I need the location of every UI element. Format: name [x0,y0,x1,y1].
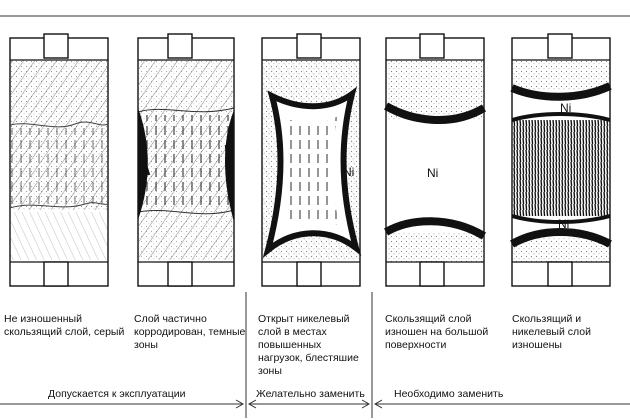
category-allowed: Допускается к эксплуатации [48,388,186,400]
bearing-1-caption: Не изношенный скользящий слой, серый [4,313,125,338]
category-desirable-replace: Желательно заменить [256,388,365,400]
bearing-3-caption: Открыт никелевый слой в местах повышенны… [258,313,359,377]
bearing-5-caption: Скользящий и никелевый слой изношены [512,313,591,351]
bearing-1 [9,33,109,287]
category-must-replace: Необходимо заменить [394,388,504,400]
ni-label: Ni [558,217,569,231]
bearing-4: Ni [383,33,487,287]
ni-label: Ni [427,166,438,180]
bearing-2 [137,33,235,287]
bearing-2-caption: Слой частично корродирован, темные зоны [134,313,246,351]
ni-label: Ni [343,165,354,179]
category-scale [0,292,630,418]
ni-label: Ni [560,101,571,115]
bearing-4-caption: Скользящий слой изношен на большой повер… [385,313,489,351]
bearing-3: Ni [261,33,362,287]
bearing-5: Ni Ni [510,33,612,287]
